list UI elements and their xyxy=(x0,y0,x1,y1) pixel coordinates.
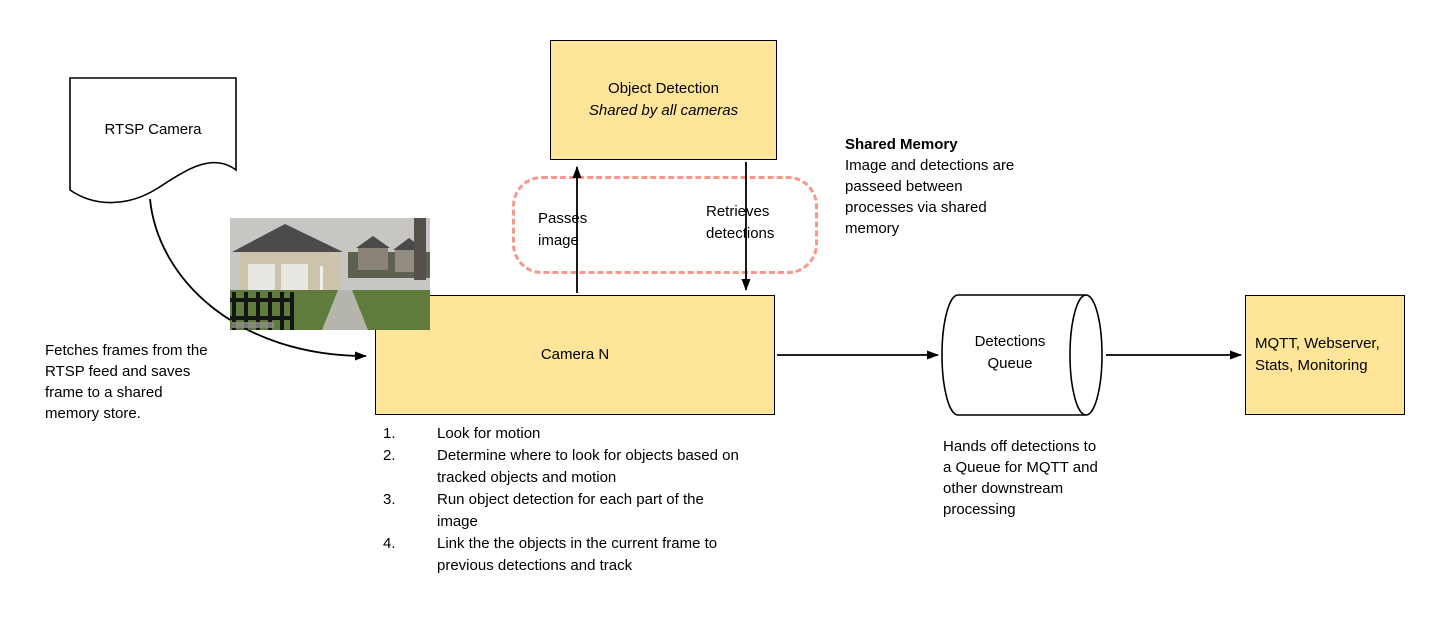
shared-memory-title: Shared Memory xyxy=(845,136,958,153)
photo-walkway xyxy=(322,290,368,330)
shared-memory-line-3: processes via shared xyxy=(845,199,987,216)
step-text: Look for motion xyxy=(437,425,541,442)
detections-queue-label: Detections Queue xyxy=(974,333,1046,372)
step-text: Link the the objects in the current fram… xyxy=(437,535,718,574)
mqtt-webserver-label: MQTT, Webserver, Stats, Monitoring xyxy=(1255,335,1380,374)
photo-porch-post xyxy=(414,218,426,280)
step-number: 2. xyxy=(383,447,396,464)
step-text: Run object detection for each part of th… xyxy=(437,491,704,530)
shared-memory-region xyxy=(512,176,818,274)
step-text: Determine where to look for objects base… xyxy=(437,447,739,486)
shared-memory-line-1: Image and detections are xyxy=(845,157,1015,174)
camera-n-label: Camera N xyxy=(540,346,610,363)
photo-timestamp-overlay xyxy=(232,322,274,328)
object-detection-subtitle: Shared by all cameras xyxy=(588,102,739,119)
object-detection-title: Object Detection xyxy=(608,80,719,97)
camera-n-node: Camera N xyxy=(375,295,775,415)
photo-background-houses xyxy=(348,236,430,278)
rtsp-camera-label: RTSP Camera xyxy=(104,121,202,138)
step-number: 4. xyxy=(383,535,396,552)
shared-memory-line-4: memory xyxy=(845,220,900,237)
step-number: 1. xyxy=(383,425,396,442)
edge-rtsp-to-camera xyxy=(149,198,367,361)
object-detection-node: Object Detection Shared by all cameras xyxy=(550,40,777,160)
photo-fence xyxy=(230,292,294,330)
step-number: 3. xyxy=(383,491,396,508)
photo-garage xyxy=(232,224,343,292)
camera-steps-list: 1. Look for motion 2. Determine where to… xyxy=(383,423,739,577)
passes-image-edge-label: Passes image xyxy=(538,210,588,249)
handoff-note: Hands off detections to a Queue for MQTT… xyxy=(943,438,1098,518)
shared-memory-note: Shared Memory Image and detections are p… xyxy=(845,134,1060,239)
fetch-frames-note: Fetches frames from the RTSP feed and sa… xyxy=(45,342,208,422)
mqtt-webserver-node: MQTT, Webserver, Stats, Monitoring xyxy=(1245,295,1405,415)
retrieves-detections-edge-label: Retrieves detections xyxy=(706,203,775,242)
shared-memory-line-2: passeed between xyxy=(845,178,963,195)
